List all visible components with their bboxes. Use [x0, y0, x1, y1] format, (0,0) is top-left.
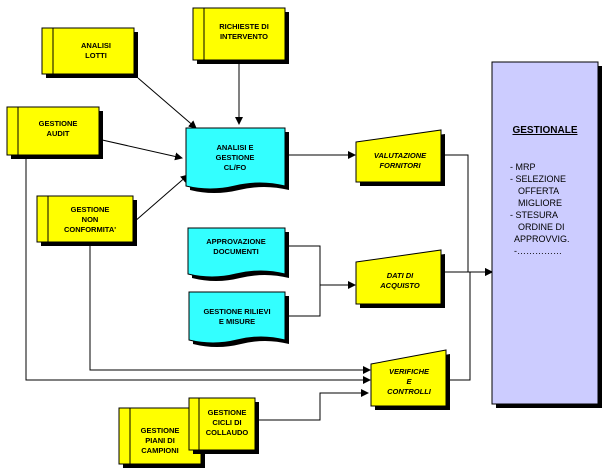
node-dati-acquisto: DATI DI ACQUISTO	[355, 249, 445, 308]
label-line: E	[406, 377, 412, 386]
label-line: ANALISI	[81, 41, 111, 50]
node-valutazione-fornitori: VALUTAZIONE FORNITORI	[355, 129, 445, 186]
label-line: DATI DI	[387, 271, 414, 280]
gestionale-item: -……………	[514, 246, 562, 256]
edge-verifiche-to-gestionale	[445, 272, 471, 381]
label-line: FORNITORI	[379, 161, 421, 170]
label-line: VERIFICHE	[389, 367, 430, 376]
label-line: GESTIONE	[208, 408, 247, 417]
label-line: RICHIESTE DI	[219, 22, 269, 31]
node-gestione-rilievi-misure: GESTIONE RILIEVI E MISURE	[188, 291, 289, 347]
node-gestione-non-conformita: GESTIONE NON CONFORMITA'	[36, 195, 137, 246]
node-analisi-lotti: ANALISI LOTTI	[41, 27, 138, 78]
label-line: CAMPIONI	[141, 446, 179, 455]
label-line: CONFORMITA'	[64, 225, 116, 234]
edge-analisi-lotti-to-analisi-gestione	[137, 77, 197, 129]
gestionale-item: - MRP	[510, 162, 536, 172]
node-approvazione-documenti: APPROVAZIONE DOCUMENTI	[187, 227, 289, 281]
edge-rilievi-to-dati	[285, 281, 356, 317]
node-richieste-intervento: RICHIESTE DI INTERVENTO	[192, 7, 289, 64]
node-gestione-cicli-collaudo: GESTIONE CICLI DI COLLAUDO	[188, 397, 259, 454]
node-gestione-piani-campioni: GESTIONE PIANI DI CAMPIONI	[118, 407, 205, 468]
label-line: CL/FO	[224, 163, 247, 172]
label-line: NON	[82, 215, 99, 224]
edge-approvazione-to-dati	[285, 245, 321, 285]
gestionale-item: - SELEZIONE	[510, 174, 566, 184]
label-line: GESTIONE	[39, 119, 78, 128]
label-line: DOCUMENTI	[213, 247, 258, 256]
label-line: APPROVAZIONE	[206, 237, 265, 246]
label-line: VALUTAZIONE	[374, 151, 427, 160]
label-line: INTERVENTO	[220, 32, 268, 41]
label-line: E MISURE	[219, 317, 255, 326]
label-line: GESTIONE	[71, 205, 110, 214]
node-analisi-gestione-clfo: ANALISI E GESTIONE CL/FO	[185, 127, 289, 193]
gestionale-item: OFFERTA	[518, 186, 559, 196]
gestionale-panel: GESTIONALE - MRP - SELEZIONE OFFERTA MIG…	[491, 61, 602, 408]
label-line: GESTIONE	[141, 426, 180, 435]
label-line: CONTROLLI	[387, 387, 432, 396]
gestionale-item: APPROVVIG.	[514, 234, 570, 244]
label-line: COLLAUDO	[206, 428, 249, 437]
label-line: ANALISI E	[216, 143, 253, 152]
gestionale-item: - STESURA	[510, 210, 558, 220]
gestionale-item: MIGLIORE	[518, 198, 562, 208]
edge-nonconf-to-analisi-gestione	[133, 174, 189, 223]
label-line: CICLI DI	[212, 418, 241, 427]
gestionale-title: GESTIONALE	[512, 125, 577, 136]
gestionale-item: ORDINE DI	[518, 222, 565, 232]
label-line: PIANI DI	[145, 436, 175, 445]
edge-audit-to-verifiche	[25, 132, 371, 384]
label-line: ACQUISTO	[379, 281, 420, 290]
edge-nonconf-to-verifiche	[89, 243, 371, 374]
edge-cicli-to-verifiche	[258, 389, 369, 421]
label-line: LOTTI	[85, 51, 107, 60]
edge-valutazione-to-gestionale	[440, 154, 493, 276]
node-verifiche-controlli: VERIFICHE E CONTROLLI	[370, 349, 450, 410]
label-line: GESTIONE RILIEVI	[203, 307, 270, 316]
label-line: GESTIONE	[216, 153, 255, 162]
node-gestione-audit: GESTIONE AUDIT	[6, 106, 103, 159]
label-line: AUDIT	[47, 129, 70, 138]
